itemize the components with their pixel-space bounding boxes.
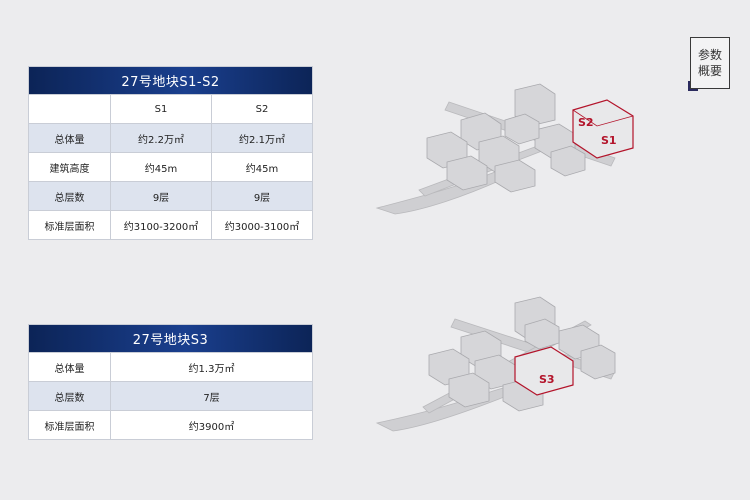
cell-s1: 约3100-3200㎡	[110, 210, 212, 240]
cell-s1: 约45m	[110, 152, 212, 182]
cell-s2: 9层	[211, 181, 313, 211]
site-model-s1-s2: S2 S1	[375, 83, 634, 215]
site-model-s3: S3	[375, 296, 616, 432]
column-header-s2: S2	[211, 94, 313, 124]
section-badge: 参数 概要	[688, 37, 730, 91]
cell-s1: 约2.2万㎡	[110, 123, 212, 153]
cell-s2: 约2.1万㎡	[211, 123, 313, 153]
table-row: 总层数 7层	[28, 381, 314, 411]
spec-table-s1-s2: 27号地块S1-S2 S1 S2 总体量 约2.2万㎡ 约2.1万㎡ 建筑高度 …	[28, 66, 313, 240]
table-row: 标准层面积 约3100-3200㎡ 约3000-3100㎡	[28, 210, 313, 240]
label-s1: S1	[601, 134, 617, 147]
row-label: 建筑高度	[28, 152, 111, 182]
badge-line-2: 概要	[697, 64, 722, 78]
table-row: 建筑高度 约45m 约45m	[28, 152, 313, 182]
building-blocks	[426, 83, 586, 193]
cell-value: 约1.3万㎡	[109, 352, 314, 382]
row-label: 标准层面积	[28, 410, 111, 440]
cell-s2: 约45m	[211, 152, 313, 182]
cell-value: 7层	[109, 381, 314, 411]
table-row: 总体量 约1.3万㎡	[28, 352, 314, 382]
row-label: 总层数	[28, 181, 111, 211]
highlight-s1-s2: S2 S1	[572, 99, 634, 159]
table-title: 27号地块S3	[28, 324, 313, 353]
cell-s2: 约3000-3100㎡	[211, 210, 313, 240]
spec-table-s3: 27号地块S3 总体量 约1.3万㎡ 总层数 7层 标准层面积 约3900㎡	[28, 324, 314, 440]
road-ramp	[375, 384, 520, 432]
table-title: 27号地块S1-S2	[28, 66, 313, 95]
table-row: 总体量 约2.2万㎡ 约2.1万㎡	[28, 123, 313, 153]
column-header-s1: S1	[110, 94, 212, 124]
badge-line-1: 参数	[697, 48, 722, 62]
column-header-blank	[28, 94, 111, 124]
building-blocks	[428, 296, 616, 412]
table-row: 总层数 9层 9层	[28, 181, 313, 211]
table-header-row: S1 S2	[28, 94, 313, 124]
row-label: 标准层面积	[28, 210, 111, 240]
row-label: 总层数	[28, 381, 111, 411]
highlight-s3: S3	[514, 346, 574, 396]
table-row: 标准层面积 约3900㎡	[28, 410, 314, 440]
cell-s1: 9层	[110, 181, 212, 211]
label-s2: S2	[578, 116, 594, 129]
label-s3: S3	[539, 373, 555, 386]
cell-value: 约3900㎡	[109, 410, 314, 440]
row-label: 总体量	[28, 352, 111, 382]
row-label: 总体量	[28, 123, 111, 153]
